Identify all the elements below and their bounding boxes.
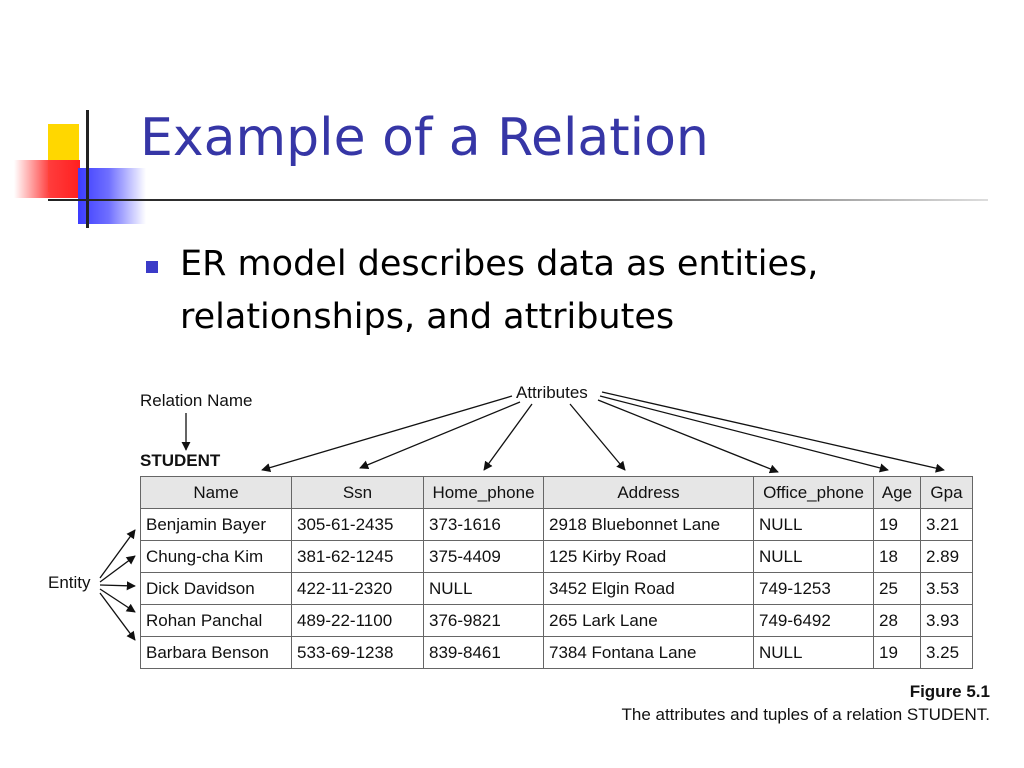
table-cell: 375-4409 xyxy=(423,540,544,573)
table-cell: 2.89 xyxy=(920,540,973,573)
table-cell: 19 xyxy=(873,508,921,541)
attribute-arrow xyxy=(599,395,889,473)
relation-name-label: Relation Name xyxy=(140,391,253,410)
entity-arrow xyxy=(99,529,136,579)
table-cell: NULL xyxy=(753,636,874,669)
entity-arrow xyxy=(99,592,136,641)
column-header: Home_phone xyxy=(423,476,544,509)
table-cell: 422-11-2320 xyxy=(291,572,424,605)
bullet-line-1: ER model describes data as entities, xyxy=(180,244,819,284)
bullet-point: ER model describes data as entities, rel… xyxy=(180,238,960,344)
table-row: Chung-cha Kim 381-62-1245 375-4409 125 K… xyxy=(140,540,973,573)
entity-arrow xyxy=(99,581,136,591)
table-cell: 839-8461 xyxy=(423,636,544,669)
table-cell: 3.93 xyxy=(920,604,973,637)
attribute-arrow xyxy=(597,399,779,474)
table-cell: NULL xyxy=(753,508,874,541)
entity-label: Entity xyxy=(48,573,91,592)
column-header: Address xyxy=(543,476,754,509)
attribute-arrow xyxy=(569,403,626,471)
table-cell: 3.53 xyxy=(920,572,973,605)
table-cell: Barbara Benson xyxy=(140,636,292,669)
table-cell: 3452 Elgin Road xyxy=(543,572,754,605)
table-cell: 19 xyxy=(873,636,921,669)
table-cell: 3.25 xyxy=(920,636,973,669)
attribute-arrow xyxy=(601,391,945,473)
table-cell: Benjamin Bayer xyxy=(140,508,292,541)
column-header: Ssn xyxy=(291,476,424,509)
decor-red-square xyxy=(14,160,80,198)
table-row: Rohan Panchal 489-22-1100 376-9821 265 L… xyxy=(140,604,973,637)
column-header: Gpa xyxy=(920,476,973,509)
table-cell: 489-22-1100 xyxy=(291,604,424,637)
bullet-square-icon xyxy=(146,261,158,273)
figure-description: The attributes and tuples of a relation … xyxy=(621,705,990,724)
decor-vertical-line xyxy=(86,110,89,228)
table-cell: 265 Lark Lane xyxy=(543,604,754,637)
table-cell: 376-9821 xyxy=(423,604,544,637)
attribute-arrow xyxy=(483,403,533,471)
title-underline xyxy=(48,199,988,201)
table-cell: 125 Kirby Road xyxy=(543,540,754,573)
table-cell: 305-61-2435 xyxy=(291,508,424,541)
entity-arrow xyxy=(99,555,136,583)
attribute-arrow xyxy=(261,395,513,473)
bullet-line-2: relationships, and attributes xyxy=(180,297,675,337)
table-row: Barbara Benson 533-69-1238 839-8461 7384… xyxy=(140,636,973,669)
relation-name: STUDENT xyxy=(140,451,221,470)
student-relation-table: Name Ssn Home_phone Address Office_phone… xyxy=(140,476,973,669)
decor-blue-square xyxy=(78,168,146,224)
table-header-row: Name Ssn Home_phone Address Office_phone… xyxy=(140,476,973,509)
figure-caption: Figure 5.1 The attributes and tuples of … xyxy=(621,682,990,725)
slide-title: Example of a Relation xyxy=(140,108,709,168)
column-header: Age xyxy=(873,476,921,509)
attribute-arrow xyxy=(359,401,521,470)
table-row: Dick Davidson 422-11-2320 NULL 3452 Elgi… xyxy=(140,572,973,605)
table-cell: Dick Davidson xyxy=(140,572,292,605)
table-cell: 533-69-1238 xyxy=(291,636,424,669)
table-row: Benjamin Bayer 305-61-2435 373-1616 2918… xyxy=(140,508,973,541)
table-cell: 18 xyxy=(873,540,921,573)
column-header: Name xyxy=(140,476,292,509)
column-header: Office_phone xyxy=(753,476,874,509)
figure-number: Figure 5.1 xyxy=(909,682,990,701)
table-cell: NULL xyxy=(753,540,874,573)
entity-arrow xyxy=(99,588,136,613)
attributes-label: Attributes xyxy=(516,383,588,402)
table-cell: 7384 Fontana Lane xyxy=(543,636,754,669)
